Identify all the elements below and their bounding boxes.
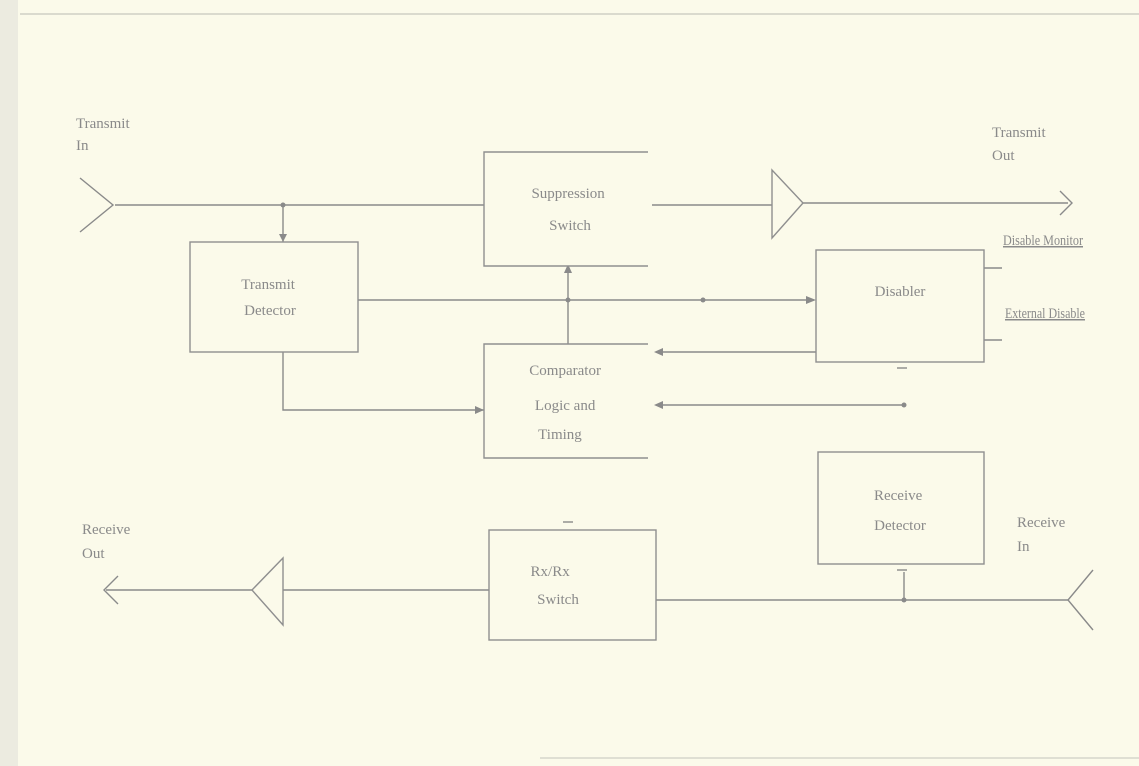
receive-detector-label: Receive Detector <box>874 488 926 534</box>
receive-in-label: Receive In <box>1017 515 1069 555</box>
disabler-return-arrowhead <box>654 348 663 356</box>
transmit-tap-arrowhead <box>279 234 287 242</box>
comparator-input-arrowhead <box>475 406 484 414</box>
transmit-detector-label: Transmit Detector <box>241 277 298 319</box>
switch-control-arrowhead <box>564 264 572 273</box>
disabler-box <box>815 249 985 363</box>
suppression-switch-label: Suppression Switch <box>531 186 608 234</box>
comparator-label: Comparator Logic and Timing <box>529 363 604 443</box>
rx-switch-box <box>488 529 657 641</box>
detector-to-comparator-wire <box>282 352 484 411</box>
transmit-tap-junction <box>280 202 286 208</box>
transmit-in-label: Transmit In <box>76 116 133 154</box>
rx-switch-label: Rx/Rx Switch <box>531 564 580 608</box>
receive-amplifier <box>251 556 284 627</box>
receive-in-terminal <box>1067 569 1094 631</box>
transmit-out-label: Transmit Out <box>992 125 1049 164</box>
receive-detector-box <box>817 451 985 565</box>
left-margin-strip <box>0 0 18 766</box>
comparator-box <box>483 343 648 459</box>
receive-detect-arrowhead <box>654 401 663 409</box>
transmit-in-terminal <box>79 177 115 233</box>
transmit-detector-box <box>189 241 359 353</box>
disabler-input-arrowhead <box>806 296 816 304</box>
transmit-out-arrow <box>1059 190 1073 216</box>
external-disable-label: External Disable <box>1005 306 1085 322</box>
receive-out-arrow <box>103 575 119 605</box>
transmit-amplifier <box>771 168 804 240</box>
receive-detect-junction <box>901 402 907 408</box>
disable-monitor-label: Disable Monitor <box>1003 233 1083 249</box>
receive-out-label: Receive Out <box>82 522 134 562</box>
suppression-switch-box <box>483 151 648 267</box>
disabler-line-junction <box>700 297 706 303</box>
crossover-junction <box>565 297 571 303</box>
disabler-label: Disabler <box>875 284 926 300</box>
